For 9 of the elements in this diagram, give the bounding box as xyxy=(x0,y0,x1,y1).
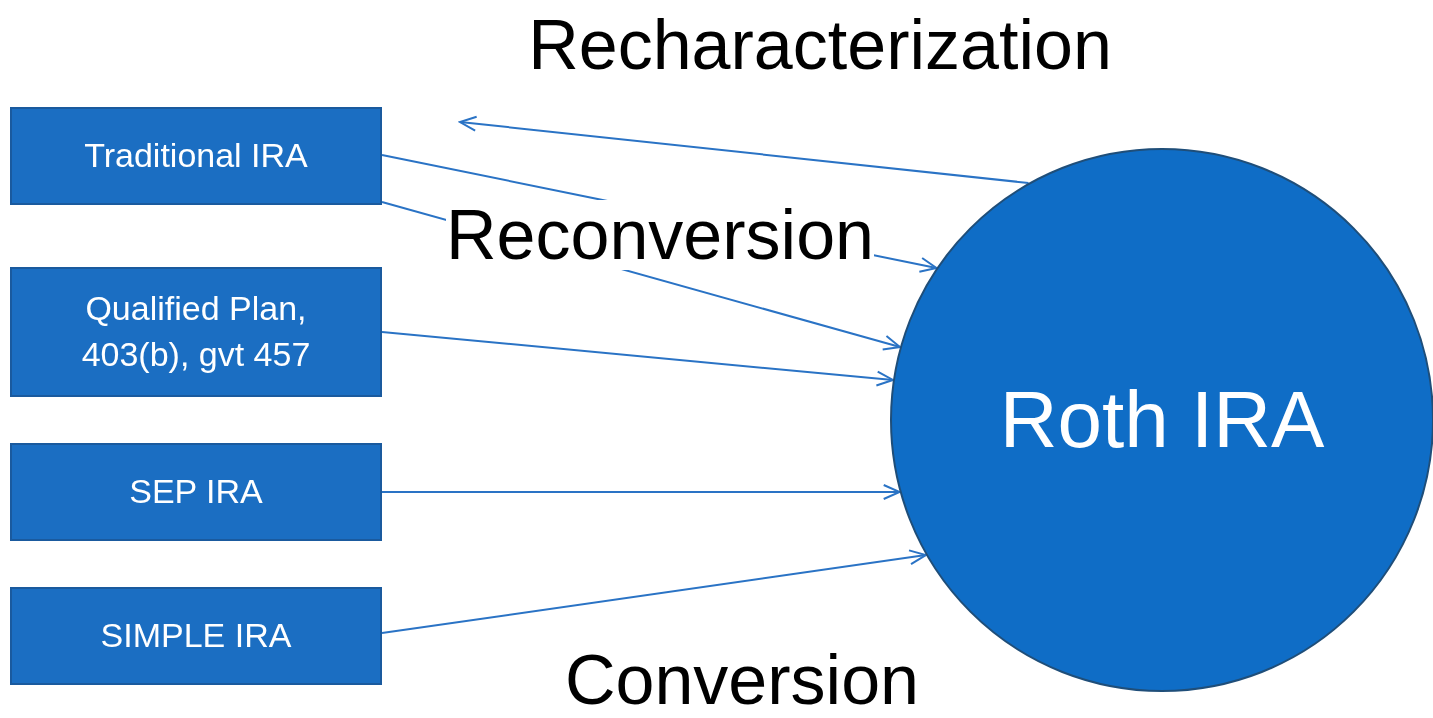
arrow xyxy=(381,331,894,387)
process-box: Qualified Plan, 403(b), gvt 457 xyxy=(10,267,382,397)
process-box: SEP IRA xyxy=(10,443,382,541)
arrow xyxy=(459,115,1030,184)
arrow xyxy=(381,549,927,634)
arrow xyxy=(381,484,901,500)
process-box: Traditional IRA xyxy=(10,107,382,205)
process-box: SIMPLE IRA xyxy=(10,587,382,685)
edge-label: Reconversion xyxy=(446,200,874,270)
